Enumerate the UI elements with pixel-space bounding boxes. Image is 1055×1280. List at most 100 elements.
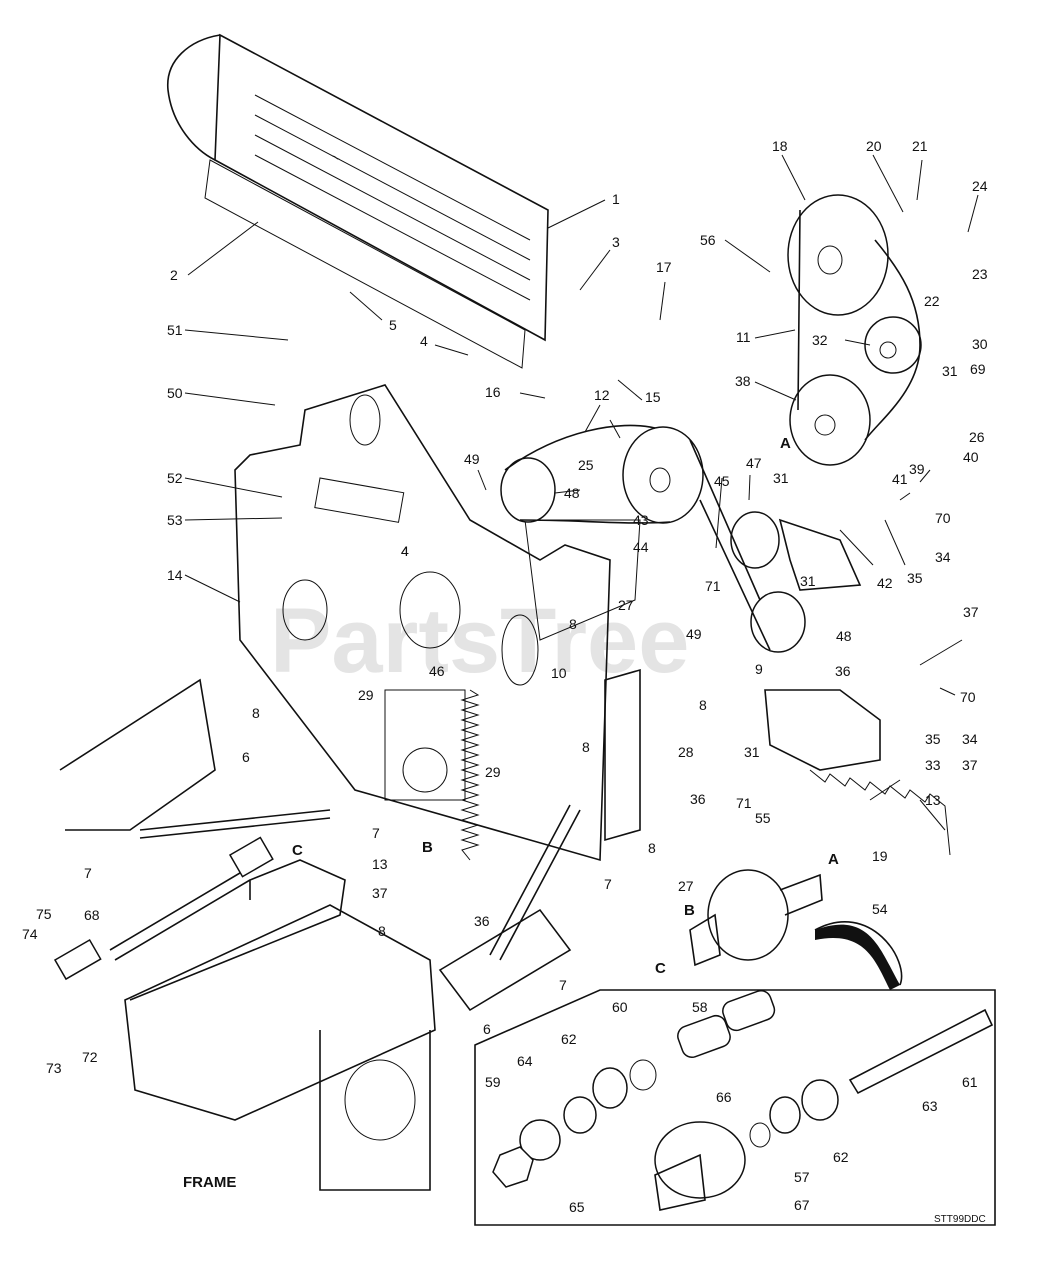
- callout: 53: [167, 512, 183, 528]
- callout: 8: [582, 739, 590, 755]
- callout: 72: [82, 1049, 98, 1065]
- callout: 29: [358, 687, 374, 703]
- callout: 37: [963, 604, 979, 620]
- callout: 4: [401, 543, 409, 559]
- callout: 24: [972, 178, 988, 194]
- callout: 39: [909, 461, 925, 477]
- callout: 49: [686, 626, 702, 642]
- callout: 38: [735, 373, 751, 389]
- callout: 10: [551, 665, 567, 681]
- callout: 15: [645, 389, 661, 405]
- callout: 18: [772, 138, 788, 154]
- callout: 35: [907, 570, 923, 586]
- callout: 50: [167, 385, 183, 401]
- pulleys: [500, 194, 922, 653]
- callout: 26: [969, 429, 985, 445]
- callout: 54: [872, 901, 888, 917]
- callout: 16: [485, 384, 501, 400]
- callout: 11: [736, 329, 751, 345]
- callout: 6: [242, 749, 250, 765]
- callout: 3: [612, 234, 620, 250]
- main-side-plate: [234, 384, 641, 862]
- callout: 21: [912, 138, 928, 154]
- detail-inset: [474, 989, 996, 1226]
- callout: 23: [972, 266, 988, 282]
- callout: 12: [594, 387, 610, 403]
- callout: 5: [389, 317, 397, 333]
- callout: 7: [604, 876, 612, 892]
- svg-text:~: ~: [329, 148, 343, 166]
- callout: 40: [963, 449, 979, 465]
- callout: 61: [962, 1074, 978, 1090]
- callout: 67: [794, 1197, 810, 1213]
- right-brackets: [604, 518, 881, 842]
- callout: 55: [755, 810, 771, 826]
- callout: 70: [935, 510, 951, 526]
- lower-frame: [59, 678, 581, 1191]
- callout: 7: [84, 865, 92, 881]
- section-letter-c: C: [655, 960, 666, 977]
- callout: 32: [812, 332, 828, 348]
- leader-lines: [184, 154, 979, 831]
- callout: 34: [962, 731, 978, 747]
- callout: 8: [252, 705, 260, 721]
- drawing-code: STT99DDC: [934, 1214, 986, 1225]
- callout: 57: [794, 1169, 810, 1185]
- callout: 25: [578, 457, 594, 473]
- callout: 41: [892, 471, 908, 487]
- callout: 37: [962, 757, 978, 773]
- callout: 68: [84, 907, 100, 923]
- section-letter-a: A: [828, 851, 839, 868]
- callout: 48: [836, 628, 852, 644]
- callout: 4: [401, 543, 409, 559]
- callout: 63: [922, 1098, 938, 1114]
- callout: 20: [866, 138, 882, 154]
- callout: 6: [483, 1021, 491, 1037]
- spindle-assembly: [689, 869, 903, 990]
- callout: 4: [420, 333, 428, 349]
- callout: 9: [755, 661, 763, 677]
- callout: 73: [46, 1060, 62, 1076]
- section-letter-b: B: [684, 902, 695, 919]
- callout: 27: [678, 878, 694, 894]
- callout: 70: [960, 689, 976, 705]
- callout: 51: [167, 322, 183, 338]
- callout: 13: [925, 792, 941, 808]
- callout: 59: [485, 1074, 501, 1090]
- callout: 60: [612, 999, 628, 1015]
- callout: 31: [942, 363, 958, 379]
- callout: 29: [485, 764, 501, 780]
- callout: 62: [833, 1149, 849, 1165]
- callout: 35: [925, 731, 941, 747]
- callout: 34: [935, 549, 951, 565]
- callout: 47: [746, 455, 762, 471]
- callout: 75: [36, 906, 52, 922]
- callout: 13: [372, 856, 388, 872]
- callout: 33: [925, 757, 941, 773]
- callout: 44: [633, 539, 649, 555]
- callout-labels: 1 2 3 4 5 4 51 50 52 53 14 4 16 15 17 12…: [22, 138, 988, 1215]
- callout: 7: [372, 825, 380, 841]
- callout: 52: [167, 470, 183, 486]
- section-letter-b: B: [422, 839, 433, 856]
- callout: 43: [633, 512, 649, 528]
- callout: 8: [699, 697, 707, 713]
- section-letter-a: A: [780, 435, 791, 452]
- callout: 31: [800, 573, 816, 589]
- callout: 19: [872, 848, 888, 864]
- callout: 7: [559, 977, 567, 993]
- callout: 14: [167, 567, 183, 583]
- callout: 46: [429, 663, 445, 679]
- callout: 45: [714, 473, 730, 489]
- callout: 2: [170, 267, 178, 283]
- callout: 58: [692, 999, 708, 1015]
- callout: 36: [474, 913, 490, 929]
- callout: 28: [678, 744, 694, 760]
- section-letters: A A B B C C: [292, 435, 839, 977]
- hood-grille: ~: [167, 33, 549, 369]
- callout: 65: [569, 1199, 585, 1215]
- callout: 17: [656, 259, 672, 275]
- callout: 66: [716, 1089, 732, 1105]
- callout: 74: [22, 926, 38, 942]
